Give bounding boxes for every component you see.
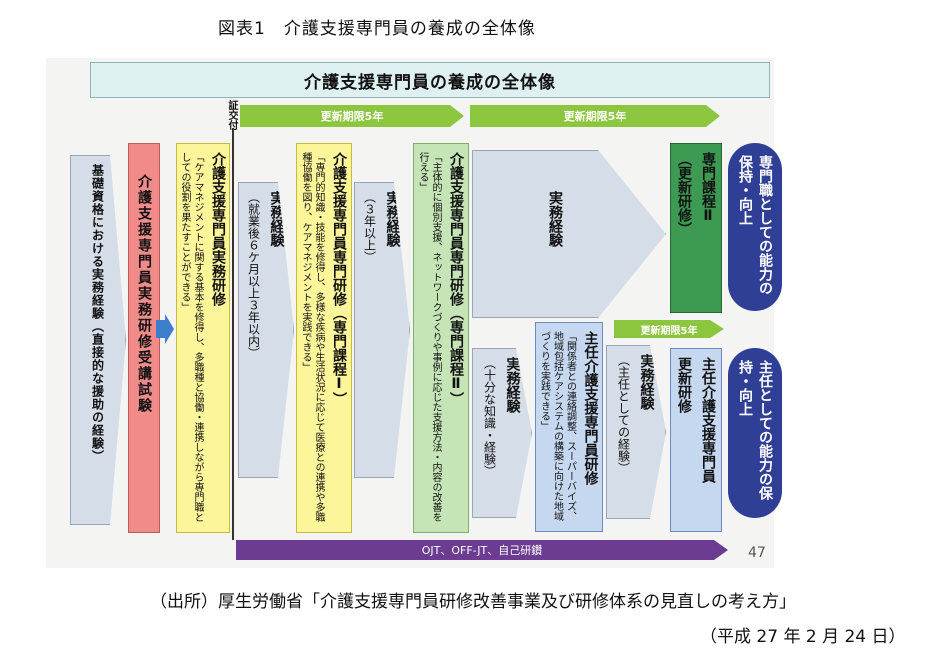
course2-title: 介護支援専門員専門研修（専門課程Ⅱ） — [448, 152, 464, 406]
renewal-arrow-3: 更新期限5年 — [614, 320, 724, 338]
renewal-arrow-2: 更新期限5年 — [470, 105, 720, 127]
renew-course2-box: 専門課程Ⅱ （更新研修） — [670, 143, 722, 313]
experience-4-note: （十分な知識・経験） — [482, 357, 497, 477]
source-note: （出所）厚生労働省「介護支援専門員研修改善事業及び研修体系の見直しの考え方」 — [150, 592, 796, 612]
experience-1-note: （就業後６ケ月以上３年以内） — [246, 191, 261, 359]
practical-training-desc: 「ケアマネジメントに関する基本を修得し、多職種と協働・連携しながら専門職としての… — [179, 152, 203, 522]
chief-renew-sub: 更新研修 — [676, 357, 692, 413]
renew-course2-title: 専門課程Ⅱ — [700, 152, 716, 224]
result-top-box: 専門職としての能力の保持・向上 — [728, 143, 782, 311]
renew-course2-sub: （更新研修） — [676, 152, 692, 236]
experience-5-box: 実務経験 （主任としての経験） — [606, 345, 666, 519]
chief-training-desc: 「関係者との連絡調整、スーパーバイズ、地域包括ケアシステムの構築に向けた地域づく… — [538, 331, 576, 521]
chief-renew-box: 主任介護支援専門員 更新研修 — [670, 348, 722, 532]
experience-5-title: 実務経験 — [638, 354, 655, 410]
course1-desc: 「専門的知識・技能を修得し、多様な疾病や生活状況に応じて医療との連携や多職種協働… — [300, 152, 324, 522]
practical-training-title: 介護支援専門員実務研修 — [210, 152, 226, 306]
page-number: 47 — [748, 545, 766, 561]
result-top-text: 専門職としての能力の保持・向上 — [737, 155, 773, 295]
chief-training-title: 主任介護支援専門員研修 — [582, 331, 599, 485]
exam-box: 介護支援専門員実務研修受講試験 — [128, 143, 160, 533]
course1-title: 介護支援専門員専門研修（専門課程Ⅰ） — [331, 152, 347, 406]
experience-2-note: （３年以上） — [362, 191, 377, 263]
experience-3-title: 実務経験 — [547, 191, 563, 247]
renewal-arrow-1: 更新期限5年 — [240, 105, 464, 127]
experience-5-note: （主任としての経験） — [616, 354, 631, 474]
course2-box: 介護支援専門員専門研修（専門課程Ⅱ） 「主体的に個別支援、ネットワークづくりや事… — [413, 143, 469, 533]
result-bottom-text: 主任としての能力の保持・向上 — [737, 360, 773, 500]
basic-experience-text: 基礎資格における実務経験（直接的な援助の経験） — [90, 164, 105, 463]
source-date: （平成 27 年 2 月 24 日） — [700, 627, 906, 647]
figure-title: 図表1 介護支援専門員の養成の全体像 — [218, 19, 536, 39]
ojt-arrow: OJT、OFF-JT、自己研鑽 — [236, 540, 728, 560]
chief-renew-title: 主任介護支援専門員 — [700, 357, 716, 483]
diagram-banner: 介護支援専門員の養成の全体像 — [90, 62, 770, 98]
course1-box: 介護支援専門員専門研修（専門課程Ⅰ） 「専門的知識・技能を修得し、多様な疾病や生… — [296, 143, 352, 533]
certificate-issue-label: 証交付 — [226, 100, 237, 130]
result-bottom-box: 主任としての能力の保持・向上 — [728, 348, 782, 518]
exam-text: 介護支援専門員実務研修受講試験 — [136, 174, 152, 414]
experience-4-title: 実務経験 — [504, 357, 521, 413]
certificate-divider — [232, 128, 234, 540]
practical-training-box: 介護支援専門員実務研修 「ケアマネジメントに関する基本を修得し、多職種と協働・連… — [176, 143, 230, 533]
course2-desc: 「主体的に個別支援、ネットワークづくりや事例に応じた支援方法・内容の改善を行える… — [417, 152, 441, 522]
exam-arrow-icon — [156, 314, 174, 344]
chief-training-box: 主任介護支援専門員研修 「関係者との連絡調整、スーパーバイズ、地域包括ケアシステ… — [535, 322, 603, 532]
